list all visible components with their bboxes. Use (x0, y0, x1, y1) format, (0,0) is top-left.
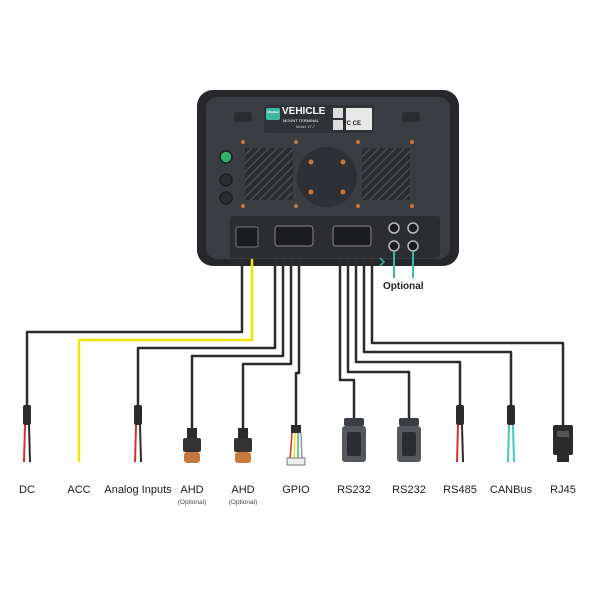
speaker-grille-right (402, 112, 420, 122)
cable-dc (25, 259, 244, 405)
brand-title: VEHICLE (282, 106, 326, 117)
side-button (219, 173, 233, 187)
power-button-icon (219, 150, 233, 164)
label-acc: ACC (67, 484, 91, 496)
case-screw (410, 140, 414, 144)
sublabel-ahd-2: (Optional) (228, 499, 258, 506)
port-b-db-connector (332, 225, 372, 247)
spec-sticker (346, 108, 372, 130)
heatsink-right (362, 148, 410, 200)
certification-marks: FC CE (343, 121, 361, 127)
label-ahd-2: AHD (231, 484, 255, 496)
rs232-db9-connector-icon (397, 418, 421, 462)
case-screw (410, 204, 414, 208)
cable-ahd-1 (190, 259, 285, 428)
cable-rj45 (370, 259, 565, 425)
cable-analog-inputs (136, 259, 277, 405)
cable-rs232-2 (346, 259, 411, 418)
rj45-plug-icon (553, 425, 573, 462)
heatsink-left (245, 148, 293, 200)
case-screw (241, 204, 245, 208)
power-port (235, 226, 259, 248)
model-text: Model: VT-7 (296, 125, 315, 129)
brand-subtitle: MOUNT TERMINAL (283, 118, 319, 123)
case-screw (356, 140, 360, 144)
case-screw (241, 140, 245, 144)
port-a-db-connector (274, 225, 314, 247)
side-button (219, 191, 233, 205)
canbus-lead-ends-icon (507, 405, 515, 463)
mount-screw (340, 159, 346, 165)
label-gpio: GPIO (282, 484, 310, 496)
rs232-db9-connector-icon (342, 418, 366, 462)
vehicle-terminal-device (197, 90, 459, 266)
label-ahd-1: AHD (180, 484, 204, 496)
mount-screw (308, 189, 314, 195)
rs485-lead-ends-icon (456, 405, 464, 463)
cable-rs232-1 (338, 259, 356, 418)
label-rs232-2: RS232 (392, 484, 426, 496)
sublabel-ahd-1: (Optional) (177, 499, 207, 506)
label-rs485: RS485 (443, 484, 477, 496)
cable-harness (25, 259, 565, 428)
case-screw (294, 204, 298, 208)
case-screw (356, 204, 360, 208)
qr-code-icon (333, 120, 343, 130)
label-rs232-1: RS232 (337, 484, 371, 496)
mount-screw (308, 159, 314, 165)
cable-gpio (294, 259, 301, 425)
sma-antenna-port (407, 222, 419, 234)
ahd-camera-connector-icon (183, 428, 201, 463)
cable-canbus (362, 259, 513, 405)
dc-lead-ends-icon (23, 405, 31, 463)
case-screw (294, 140, 298, 144)
label-rj45: RJ45 (550, 484, 576, 496)
sma-antenna-port (407, 240, 419, 252)
speaker-grille-left (234, 112, 252, 122)
ahd-camera-connector-icon (234, 428, 252, 463)
sma-antenna-port (388, 240, 400, 252)
brand-badge-text: 3Rtablet (267, 110, 279, 114)
sma-antenna-port (388, 222, 400, 234)
optional-label: Optional (383, 281, 424, 292)
cable-ahd-2 (241, 259, 293, 428)
mount-screw (340, 189, 346, 195)
qr-code-icon (333, 108, 343, 118)
label-canbus: CANBus (489, 484, 533, 496)
analog-input-lead-ends-icon (134, 405, 142, 463)
brand-badge (266, 108, 280, 120)
vesa-mount-plate (297, 147, 357, 207)
cable-rs485 (354, 259, 462, 405)
cable-acc (77, 259, 254, 425)
label-analog-inputs: Analog Inputs (104, 484, 172, 496)
optional-antenna-leads (379, 251, 414, 278)
gpio-wire-bundle-icon (286, 425, 306, 466)
label-dc: DC (19, 484, 35, 496)
